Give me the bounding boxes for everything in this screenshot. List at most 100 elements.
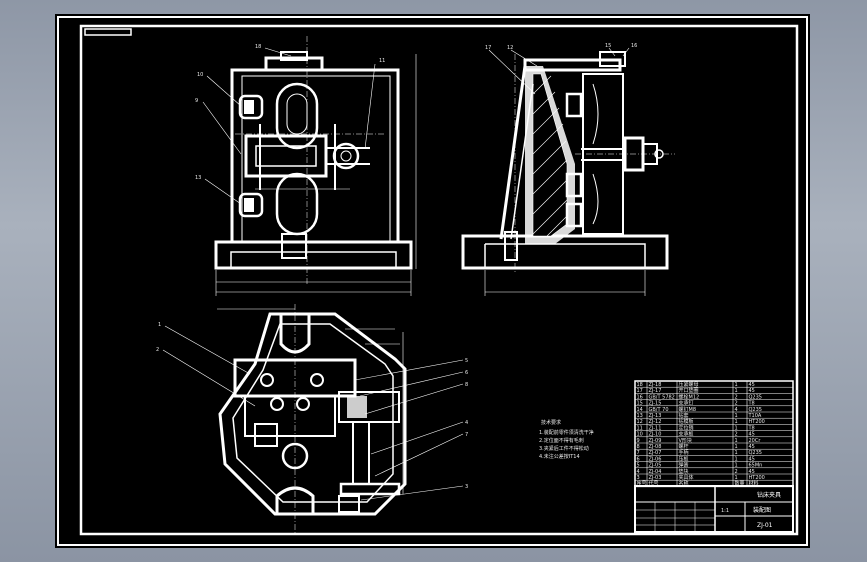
balloon-label: 15 [605, 43, 611, 49]
parts-list-cell: 16 [637, 394, 643, 400]
parts-list-cell: 夹具体 [679, 474, 694, 481]
parts-list-cell: 10 [637, 432, 643, 438]
parts-list-cell: 弹簧 [679, 462, 689, 469]
parts-list-cell: 螺杆 [679, 443, 689, 450]
parts-list-cell: T8 [748, 425, 755, 431]
parts-list-cell: 8 [637, 444, 640, 450]
balloon-label: 11 [379, 58, 385, 64]
parts-list-cell: 支承板 [679, 431, 694, 438]
parts-list-cell: 7 [637, 450, 640, 456]
parts-list-cell: HT200 [749, 475, 765, 481]
parts-list-header-cell: 数量 [735, 480, 745, 487]
parts-list-cell: ZJ-15 [649, 401, 662, 407]
drawing-code: ZJ-01 [757, 522, 773, 529]
parts-list-cell: 钻套 [679, 412, 689, 419]
parts-list-cell: 定位销 [679, 424, 694, 431]
notes-line: 2.定位面不得有毛刺 [539, 437, 584, 444]
parts-list-cell: ZJ-07 [649, 450, 662, 456]
parts-list-cell: 螺栓M12 [679, 393, 700, 400]
parts-list-cell: 15 [637, 401, 643, 407]
drawing-scale: 1:1 [721, 508, 729, 514]
parts-list-cell: 2 [735, 432, 738, 438]
parts-list-cell: 1 [735, 475, 738, 481]
parts-list-cell: 1 [735, 419, 738, 425]
parts-list-cell: 手柄 [679, 449, 689, 456]
parts-list-cell: 1 [735, 382, 738, 388]
parts-list-header-cell: 序号 [637, 480, 647, 487]
balloon-label: 10 [197, 72, 203, 78]
parts-list-cell: HT200 [749, 419, 765, 425]
parts-list-cell: ZJ-17 [649, 388, 662, 394]
parts-list-cell: 压板 [679, 455, 689, 462]
parts-list-cell: 12 [637, 419, 643, 425]
parts-list-cell: 45 [749, 469, 755, 475]
parts-list-cell: 压紧螺母 [679, 381, 699, 388]
parts-list-cell: T10A [748, 413, 762, 419]
parts-list-cell: 13 [637, 413, 643, 419]
balloon-label: 6 [465, 370, 468, 376]
balloon-label: 12 [507, 45, 513, 51]
parts-list-cell: 1 [735, 456, 738, 462]
parts-list-cell: ZJ-11 [649, 425, 662, 431]
parts-list-header-cell: 名称 [679, 480, 689, 487]
parts-list-cell: 1 [735, 463, 738, 469]
parts-list-header-cell: 材料 [749, 480, 759, 487]
parts-list-cell: 20Cr [749, 438, 762, 444]
parts-list-cell: 18 [637, 382, 643, 388]
parts-list-cell: 3 [637, 475, 640, 481]
cad-viewport[interactable]: 18 11 10 9 13 [55, 14, 810, 548]
drawing-subtitle: 装配图 [753, 506, 771, 514]
parts-list-cell: 45 [749, 456, 755, 462]
parts-list-cell: GB/T 5782 [649, 394, 675, 400]
balloon-label: 2 [156, 347, 159, 353]
parts-list-cell: ZJ-05 [649, 463, 662, 469]
parts-list-cell: 1 [735, 388, 738, 394]
parts-list-cell: 45 [749, 388, 755, 394]
parts-list-cell: 14 [637, 407, 643, 413]
technical-notes: 技术要求 1.装配前零件须清洗干净 2.定位面不得有毛刺 3.夹紧后工件不得松动… [539, 419, 594, 460]
parts-list-cell: 开口垫圈 [679, 387, 699, 394]
notes-line: 4.未注公差按IT14 [539, 453, 580, 460]
parts-list-cell: 1 [735, 425, 738, 431]
balloon-label: 17 [485, 45, 491, 51]
balloon-label: 4 [465, 420, 468, 426]
inner-border [79, 24, 799, 536]
parts-list-cell: 1 [735, 438, 738, 444]
balloon-label: 9 [195, 98, 198, 104]
parts-list-cell: 6 [637, 456, 640, 462]
balloon-label: 13 [195, 175, 201, 181]
parts-list-cell: ZJ-09 [649, 438, 662, 444]
outer-border [57, 16, 808, 546]
notes-line: 3.夹紧后工件不得松动 [539, 445, 589, 452]
parts-list-cell: 支承钉 [679, 400, 694, 407]
parts-list-cell: 垫块 [679, 468, 689, 475]
parts-list-cell: 5 [637, 463, 640, 469]
parts-list-cell: 2 [735, 394, 738, 400]
parts-list-cell: ZJ-12 [649, 419, 662, 425]
parts-list-cell: ZJ-18 [649, 382, 662, 388]
balloon-label: 1 [158, 322, 161, 328]
balloon-label: 7 [465, 432, 468, 438]
title-block: 钻床夹具 装配图 ZJ-01 1:1 [634, 485, 794, 533]
balloon-label: 16 [631, 43, 637, 49]
parts-list-cell: 45 [749, 444, 755, 450]
balloon-label: 18 [255, 44, 261, 50]
parts-list-cell: 1 [735, 413, 738, 419]
drawing-name: 钻床夹具 [757, 491, 781, 499]
parts-list-cell: 钻模板 [679, 418, 694, 425]
balloon-label: 8 [465, 382, 468, 388]
parts-list-header-cell: 代号 [649, 480, 659, 487]
parts-list-cell: 45 [749, 432, 755, 438]
balloon-label: 5 [465, 358, 468, 364]
parts-list-cell: Q235 [749, 450, 762, 456]
parts-list-cell: 4 [637, 469, 640, 475]
parts-list-cell: Q235 [749, 407, 762, 413]
parts-list-cell: 1 [735, 450, 738, 456]
plan-view: 1 2 5 6 8 4 7 3 [156, 304, 468, 534]
parts-list-cell: ZJ-04 [649, 469, 662, 475]
drawing-canvas: 18 11 10 9 13 [57, 16, 808, 546]
balloon-label: 3 [465, 484, 468, 490]
parts-list-cell: ZJ-10 [649, 432, 662, 438]
parts-list-cell: 17 [637, 388, 643, 394]
